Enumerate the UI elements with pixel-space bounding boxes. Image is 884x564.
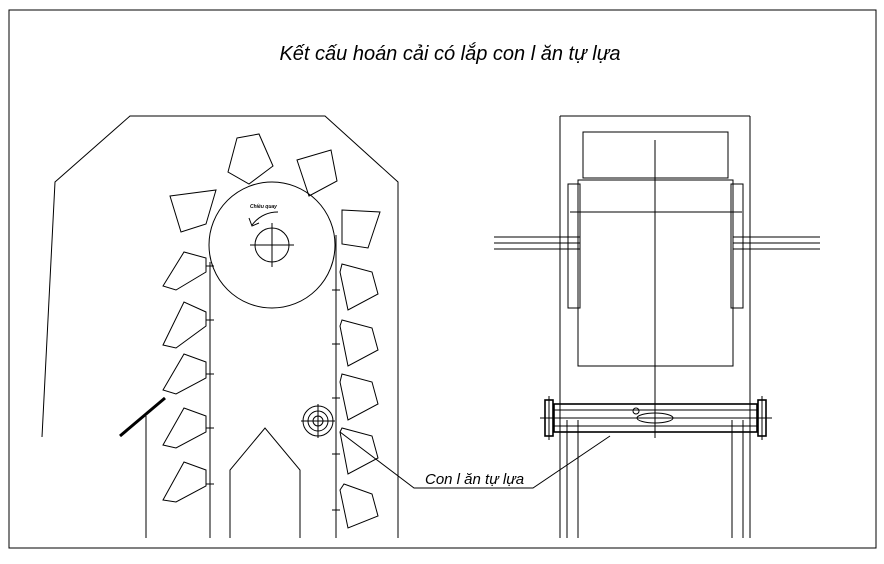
boot-shape	[229, 427, 301, 538]
self-aligning-roller-left	[301, 404, 335, 438]
head-pulley	[208, 181, 336, 309]
drawing-border	[8, 9, 877, 549]
drum-flange-right	[730, 183, 744, 309]
buckets-right-column	[339, 263, 379, 529]
buckets-left-column	[162, 251, 207, 503]
rotation-arrowhead	[248, 217, 260, 227]
drum-flange-left	[567, 183, 581, 309]
roller-label: Con l ăn tự lựa	[425, 471, 524, 488]
roller-leader-line	[339, 431, 611, 489]
front-view	[494, 115, 820, 538]
bucket-mount-ticks	[206, 265, 340, 511]
drive-shaft	[494, 236, 820, 250]
rotation-label: Chiều quay	[250, 204, 277, 210]
buckets-top	[169, 133, 381, 249]
chute-slant	[119, 396, 166, 438]
left-side-view: Chiều quay	[41, 115, 399, 538]
self-aligning-roller-front	[540, 396, 772, 440]
housing-outline	[41, 115, 399, 538]
rotation-arrow	[251, 211, 279, 226]
diagram-title: Kết cấu hoán cải có lắp con l ăn tự lựa	[279, 42, 620, 65]
